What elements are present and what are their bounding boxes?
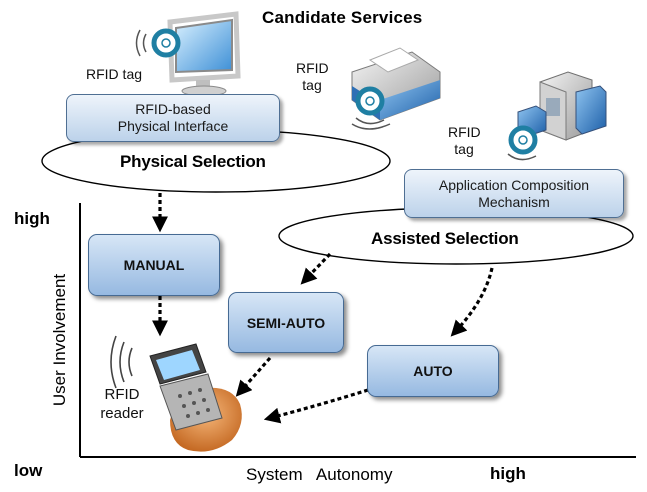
physical-interface-box: RFID-based Physical Interface xyxy=(66,94,280,142)
x-axis-label: System Autonomy xyxy=(246,465,393,484)
x-axis-high-label: high xyxy=(490,464,526,483)
phone-icon xyxy=(110,335,223,431)
semi-auto-mode-box: SEMI-AUTO xyxy=(228,292,344,353)
server-icon xyxy=(517,71,607,141)
axes xyxy=(79,203,636,458)
app-composition-line1: Application Composition xyxy=(438,176,590,193)
monitor-tag-label: RFID tag xyxy=(86,66,143,82)
y-axis-high-label: high xyxy=(14,209,50,228)
manual-mode-box: MANUAL xyxy=(88,234,220,296)
monitor-icon xyxy=(167,11,241,97)
flow-arrows xyxy=(152,193,494,424)
y-axis-low-label: low xyxy=(14,461,43,480)
auto-mode-label: AUTO xyxy=(413,363,453,379)
physical-selection-label: Physical Selection xyxy=(120,152,266,171)
rfid-tag-icon xyxy=(507,125,538,161)
app-composition-box: Application Composition Mechanism xyxy=(404,169,624,218)
assisted-selection-label: Assisted Selection xyxy=(371,229,519,248)
physical-interface-line2: Physical Interface xyxy=(117,118,229,134)
rfid-tag-icon xyxy=(351,86,391,130)
rfid-tag-icon xyxy=(135,28,181,58)
semi-auto-mode-label: SEMI-AUTO xyxy=(246,314,326,331)
manual-mode-label: MANUAL xyxy=(123,257,185,273)
y-axis-label: User Involvement xyxy=(50,273,69,407)
page-title: Candidate Services xyxy=(262,8,423,27)
physical-interface-line1: RFID-based xyxy=(135,101,211,117)
app-composition-line2: Mechanism xyxy=(478,193,550,210)
auto-mode-box: AUTO xyxy=(367,345,499,397)
